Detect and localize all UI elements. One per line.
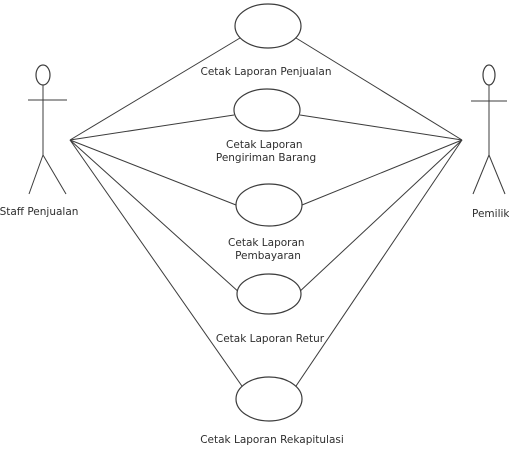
assoc-staff-uc4 (69, 139, 242, 295)
use-case-label: Cetak Laporan Pembayaran (228, 237, 308, 262)
actor-staff-penjualan: Staff Penjualan (0, 64, 78, 218)
use-case-label: Cetak Laporan Pengiriman Barang (216, 139, 316, 164)
use-case-label: Cetak Laporan Retur (216, 333, 325, 345)
use-case-label: Cetak Laporan Penjualan (201, 66, 332, 78)
actor-pemilik-label: Pemilik (472, 208, 509, 220)
actor-right-leg (42, 154, 67, 195)
actor-staff-label: Staff Penjualan (0, 206, 78, 218)
assoc-owner-uc1 (295, 37, 463, 141)
assoc-owner-uc4 (296, 139, 463, 295)
use-case-label-line: Cetak Laporan (228, 237, 305, 249)
use-case-cetak-laporan-rekapitulasi: Cetak Laporan Rekapitulasi (200, 376, 344, 446)
assoc-staff-uc1 (69, 37, 241, 141)
staff-associations (69, 37, 245, 390)
use-case-label: Cetak Laporan Rekapitulasi (200, 434, 344, 446)
use-case-label-line: Cetak Laporan (226, 139, 303, 151)
assoc-owner-uc5 (293, 139, 463, 390)
actor-left-leg (28, 154, 44, 195)
use-case-ellipse (234, 3, 302, 49)
use-case-cetak-laporan-pembayaran: Cetak Laporan Pembayaran (228, 183, 308, 262)
use-case-ellipse (233, 88, 301, 132)
assoc-staff-uc3 (69, 139, 237, 206)
use-case-cetak-laporan-pengiriman-barang: Cetak Laporan Pengiriman Barang (216, 88, 316, 164)
owner-associations (293, 37, 463, 390)
use-case-cetak-laporan-penjualan: Cetak Laporan Penjualan (201, 3, 332, 78)
assoc-staff-uc5 (69, 139, 245, 390)
actor-right-leg (488, 154, 506, 195)
use-case-ellipse (236, 273, 302, 315)
actor-pemilik: Pemilik (471, 64, 509, 220)
use-case-label-line: Cetak Laporan Retur (216, 333, 325, 345)
assoc-owner-uc2 (299, 114, 463, 141)
assoc-owner-uc3 (301, 139, 463, 206)
assoc-staff-uc2 (69, 114, 235, 141)
use-case-ellipse (235, 183, 303, 227)
use-case-cetak-laporan-retur: Cetak Laporan Retur (216, 273, 325, 345)
use-case-label-line: Pengiriman Barang (216, 152, 316, 164)
use-case-label-line: Cetak Laporan Rekapitulasi (200, 434, 344, 446)
actor-head (482, 64, 496, 86)
use-case-label-line: Cetak Laporan Penjualan (201, 66, 332, 78)
actor-head (35, 64, 51, 86)
use-case-label-line: Pembayaran (235, 250, 301, 262)
actor-left-leg (472, 154, 490, 195)
use-case-ellipse (235, 376, 303, 422)
